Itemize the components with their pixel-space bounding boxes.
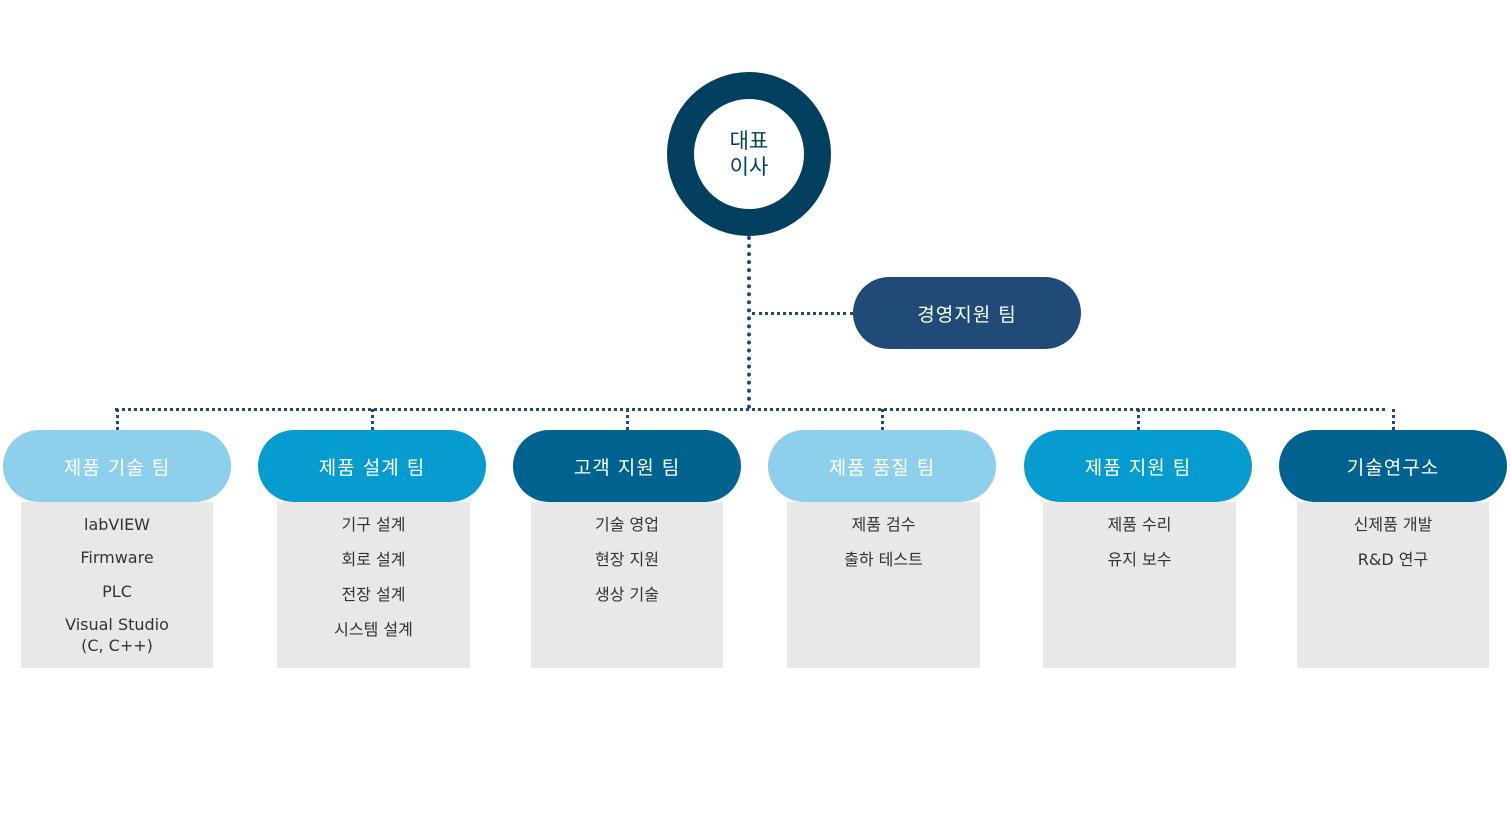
duty-item: 제품 수리	[1107, 515, 1172, 534]
duty-item: 기구 설계	[341, 515, 406, 534]
team-node: 제품 지원 팀	[1024, 430, 1252, 502]
team-node: 기술연구소	[1279, 430, 1507, 502]
team-connector	[1392, 409, 1395, 430]
team-label: 제품 지원 팀	[1084, 456, 1192, 479]
duty-item: 신제품 개발	[1353, 515, 1433, 534]
ceo-title-line2: 이사	[729, 155, 769, 179]
duty-item: PLC	[102, 581, 132, 601]
support-team-label: 경영지원 팀	[917, 303, 1017, 326]
team-connector	[116, 409, 119, 430]
team-connector	[371, 409, 374, 430]
duty-item: 현장 지원	[595, 550, 659, 569]
duty-item: 출하 테스트	[844, 550, 923, 569]
team-node: 제품 품질 팀	[768, 430, 996, 502]
team-label: 고객 지원 팀	[573, 456, 681, 479]
duty-item: (C, C++)	[81, 635, 153, 655]
duty-item: labVIEW	[84, 515, 150, 534]
ceo-title-line1: 대표	[729, 129, 769, 153]
team-label: 제품 기술 팀	[63, 456, 171, 479]
duty-item: R&D 연구	[1357, 550, 1429, 569]
team-connector	[1137, 409, 1140, 430]
team-node: 제품 설계 팀	[258, 430, 486, 502]
support-team-node: 경영지원 팀	[853, 277, 1081, 349]
support-connector	[752, 312, 853, 315]
duty-item: 회로 설계	[341, 550, 406, 569]
duty-item: 기술 영업	[595, 515, 659, 534]
ceo-node: 대표 이사	[667, 72, 831, 236]
team-node: 제품 기술 팀	[3, 430, 231, 502]
ceo-connector	[747, 236, 751, 409]
team-label: 제품 품질 팀	[828, 456, 936, 479]
duty-item: Visual Studio	[65, 615, 169, 635]
team-duties-box: 신제품 개발 R&D 연구	[1297, 502, 1489, 668]
duty-item: 시스템 설계	[334, 620, 413, 639]
team-label: 기술연구소	[1346, 456, 1440, 479]
duty-item: 생상 기술	[595, 585, 659, 604]
duty-item: Firmware	[80, 548, 154, 568]
team-connector	[881, 409, 884, 430]
team-node: 고객 지원 팀	[513, 430, 741, 502]
teams-connector	[115, 408, 1385, 411]
duty-item: 제품 검수	[851, 515, 916, 534]
duty-item: 유지 보수	[1107, 550, 1172, 569]
team-connector	[626, 409, 629, 430]
team-label: 제품 설계 팀	[318, 456, 426, 479]
duty-item: 전장 설계	[341, 585, 406, 604]
